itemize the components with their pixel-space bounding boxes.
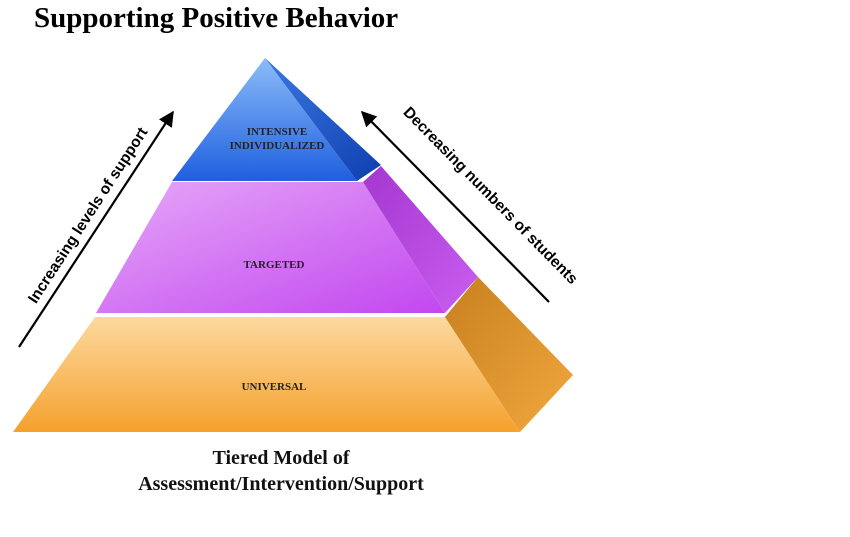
caption-line-2: Assessment/Intervention/Support [138,473,424,495]
tier-intensive-side-face [265,58,381,181]
diagram-title: Supporting Positive Behavior [34,2,399,34]
tier-targeted: TARGETED [96,166,478,313]
tier-intensive-label-line1: INTENSIVE [247,126,308,138]
arrow-up-right [360,110,550,303]
tier-universal: UNIVERSAL [13,277,573,432]
tier-intensive-front-face [172,58,357,181]
arrow-up-left [18,110,174,348]
tier-universal-label: UNIVERSAL [242,381,307,393]
caption-line-1: Tiered Model of [212,447,350,469]
tier-intensive: INTENSIVE INDIVIDUALIZED [172,58,381,181]
tier-targeted-label: TARGETED [244,259,305,271]
tier-targeted-side-face [363,166,478,313]
tier-universal-side-face [445,277,573,432]
diagram-caption: Tiered Model of Assessment/Intervention/… [95,445,467,497]
tier-targeted-front-face [96,182,445,313]
tier-universal-front-face [13,317,520,432]
tier-intensive-label-line2: INDIVIDUALIZED [230,140,325,152]
